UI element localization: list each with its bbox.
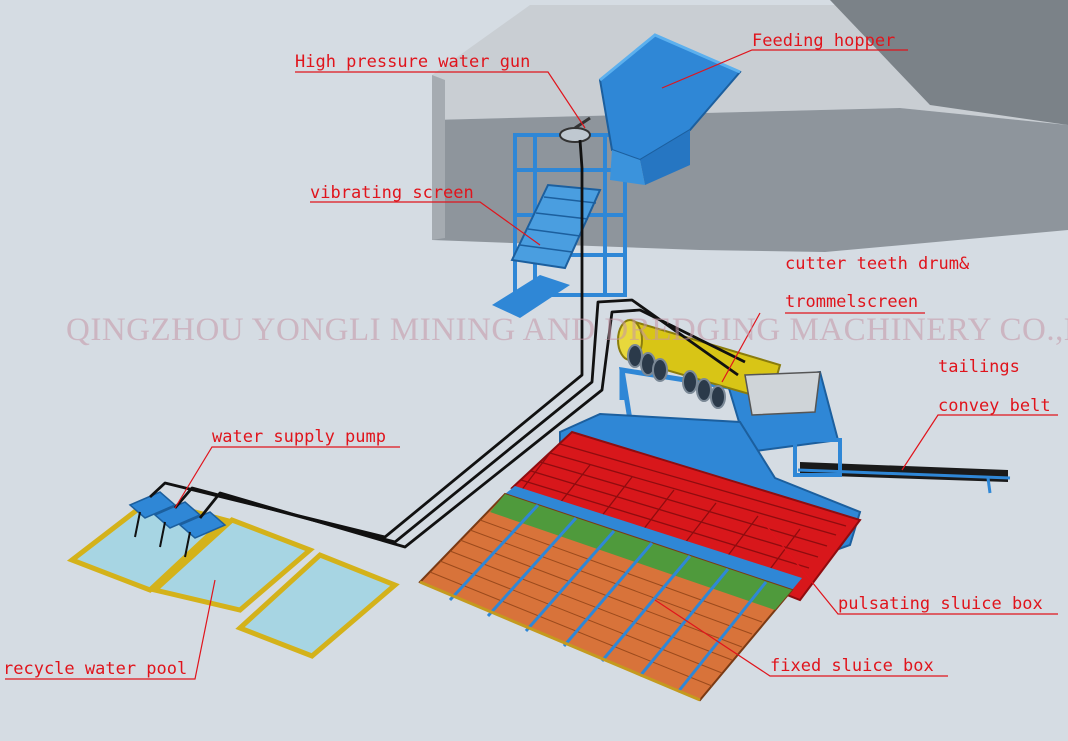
label-cutter-drum-line2: trommelscreen	[785, 292, 919, 312]
label-fixed-sluice-box: fixed sluice box	[770, 656, 934, 676]
label-recycle-water-pool: recycle water pool	[3, 659, 188, 679]
hillside-block	[432, 0, 1068, 252]
water-gun	[559, 116, 591, 143]
label-water-gun: High pressure water gun	[295, 52, 531, 72]
conveyor-belt	[793, 438, 1011, 494]
label-feeding-hopper: Feeding hopper	[752, 31, 896, 51]
vibrating-screen-mesh	[519, 196, 597, 253]
label-pulsating-sluice-box: pulsating sluice box	[838, 594, 1043, 614]
fixed-sluice-box	[418, 492, 794, 702]
label-tailings: tailings	[938, 357, 1020, 377]
recycle-water-pools	[66, 497, 400, 659]
label-water-supply-pump: water supply pump	[212, 427, 386, 447]
label-vibrating-screen: vibrating screen	[310, 183, 474, 203]
sluice-manifold	[505, 486, 802, 590]
water-pipes	[149, 139, 746, 549]
label-cutter-drum-line1: cutter teeth drum&	[785, 254, 970, 274]
label-convey-belt: convey belt	[938, 396, 1051, 416]
screen-discharge-chute	[492, 275, 570, 318]
label-leader-lines	[5, 49, 1058, 680]
trommel-wheels	[627, 344, 726, 409]
pump-suction-pipes	[134, 511, 191, 558]
company-watermark: QINGZHOU YONGLI MINING AND DREDGING MACH…	[66, 312, 1068, 348]
feeding-hopper	[598, 33, 742, 185]
